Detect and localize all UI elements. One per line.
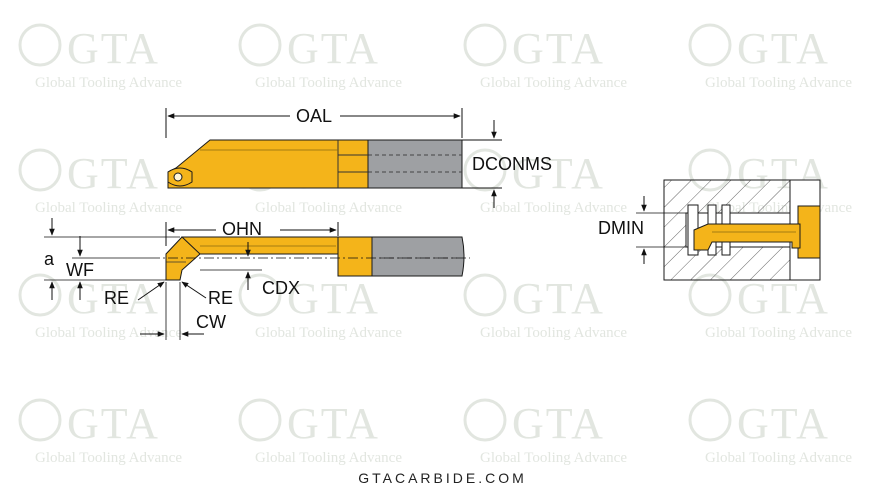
side-neck-yellow [181,236,339,255]
svg-text:Global Tooling Advance: Global Tooling Advance [35,450,182,466]
watermark-logo: GTA Global Tooling Advance [18,148,182,216]
tool-top-view [167,139,463,189]
watermark-logo: GTA Global Tooling Advance [18,273,182,341]
cdx-label: CDX [262,278,300,298]
dconms-dimension: DCONMS [462,120,552,208]
svg-text:GTA: GTA [512,24,605,73]
svg-text:Global Tooling Advance: Global Tooling Advance [255,450,402,466]
re-right-label: RE [208,288,233,308]
dmin-dimension: DMIN [598,196,686,264]
watermark-logo: GTA Global Tooling Advance [238,273,402,341]
svg-text:GTA: GTA [512,399,605,448]
watermark-logo: GTA Global Tooling Advance [18,398,182,466]
svg-text:GTA: GTA [737,24,830,73]
cdx-dimension: CDX [200,242,300,298]
svg-text:Global Tooling Advance: Global Tooling Advance [705,325,852,341]
top-shank-gray [367,139,463,189]
dmin-label: DMIN [598,218,644,238]
oal-label: OAL [296,106,332,126]
watermark-logo: GTA Global Tooling Advance [688,398,852,466]
svg-text:Global Tooling Advance: Global Tooling Advance [255,75,402,91]
cw-dimension: CW [140,282,226,340]
watermark-logo: GTA Global Tooling Advance [463,398,627,466]
watermark-logo: GTA Global Tooling Advance [238,398,402,466]
svg-text:GTA: GTA [737,274,830,323]
dconms-label: DCONMS [472,154,552,174]
svg-text:Global Tooling Advance: Global Tooling Advance [35,75,182,91]
wf-dimension: WF [44,236,166,300]
ohn-dimension: OHN [165,219,339,246]
svg-text:Global Tooling Advance: Global Tooling Advance [35,200,182,216]
watermark-logo: GTA Global Tooling Advance [463,273,627,341]
website-footer[interactable]: GTACARBIDE.COM [358,470,527,486]
watermark-logo: GTA Global Tooling Advance [18,23,182,91]
svg-text:GTA: GTA [287,24,380,73]
wf-label: WF [66,260,94,280]
bore-tool-yellow [693,223,801,251]
svg-text:Global Tooling Advance: Global Tooling Advance [705,75,852,91]
watermark-grid: GTA Global Tooling Advance GTA Global To… [18,23,852,466]
svg-text:GTA: GTA [287,274,380,323]
svg-text:Global Tooling Advance: Global Tooling Advance [705,450,852,466]
a-label: a [44,249,55,269]
svg-text:GTA: GTA [512,274,605,323]
svg-text:Global Tooling Advance: Global Tooling Advance [480,450,627,466]
svg-text:Global Tooling Advance: Global Tooling Advance [255,200,402,216]
bore-section [663,179,821,281]
svg-text:Global Tooling Advance: Global Tooling Advance [480,325,627,341]
tool-side-view [150,236,470,281]
re-right-dimension: RE [181,281,233,308]
watermark-logo: GTA Global Tooling Advance [688,23,852,91]
svg-text:Global Tooling Advance: Global Tooling Advance [255,325,402,341]
side-shank-gray [371,236,465,277]
svg-text:Global Tooling Advance: Global Tooling Advance [35,325,182,341]
svg-text:GTA: GTA [67,399,160,448]
cw-label: CW [196,312,226,332]
svg-text:GTA: GTA [737,399,830,448]
watermark-logo: GTA Global Tooling Advance [463,23,627,91]
watermark-logo: GTA Global Tooling Advance [688,273,852,341]
side-cutting-head [165,236,201,281]
ohn-label: OHN [222,219,262,239]
svg-text:GTA: GTA [67,149,160,198]
oal-dimension: OAL [165,106,463,138]
svg-text:Global Tooling Advance: Global Tooling Advance [480,200,627,216]
re-left-dimension: RE [104,281,165,308]
svg-text:GTA: GTA [512,149,605,198]
a-dimension: a [44,218,180,300]
svg-text:GTA: GTA [287,399,380,448]
re-left-label: RE [104,288,129,308]
watermark-logo: GTA Global Tooling Advance [463,148,627,216]
svg-text:GTA: GTA [67,24,160,73]
watermark-logo: GTA Global Tooling Advance [238,23,402,91]
svg-text:Global Tooling Advance: Global Tooling Advance [480,75,627,91]
